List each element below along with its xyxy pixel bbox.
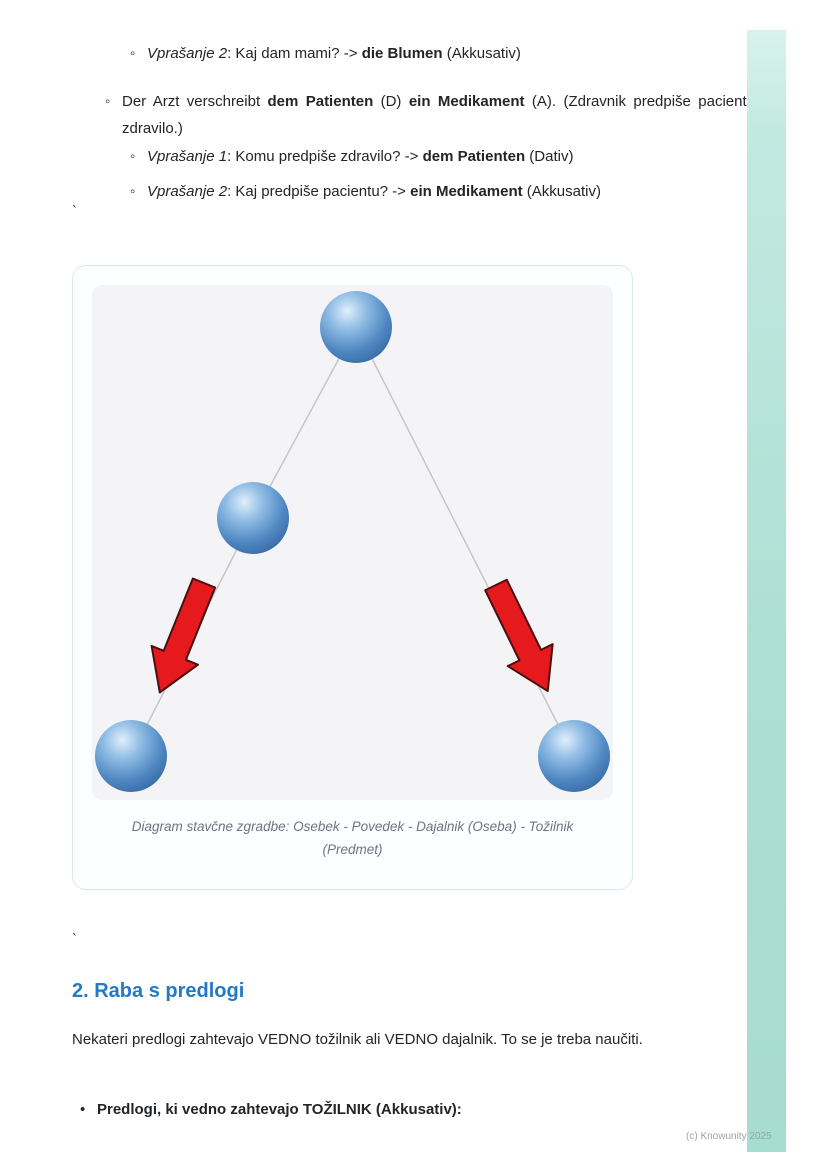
- list-item-question-patient: ◦ Vprašanje 1: Komu predpiše zdravilo? -…: [130, 143, 730, 170]
- line-top-to-bottom-right: [355, 326, 575, 757]
- red-arrows: [150, 577, 554, 694]
- list-item-predlogi: • Predlogi, ki vedno zahtevajo TOŽILNIK …: [80, 1096, 720, 1123]
- red-arrow-left-icon: [150, 577, 217, 694]
- text-run: Der Arzt verschreibt: [122, 93, 268, 110]
- hollow-bullet-icon: ◦: [130, 45, 136, 62]
- hollow-bullet-icon: ◦: [105, 93, 111, 110]
- list-item-text: Der Arzt verschreibt dem Patienten (D) e…: [122, 88, 755, 142]
- answer-bold: ein Medikament: [410, 183, 523, 200]
- question-label: Vprašanje 2: [147, 45, 228, 62]
- node-circle-middle: [217, 482, 289, 554]
- copyright-text: (c) Knowunity 2025: [686, 1131, 772, 1142]
- node-circle-bottom-left: [95, 720, 167, 792]
- dative-bold: dem Patienten: [267, 93, 374, 110]
- text-run: (Akkusativ): [522, 183, 601, 200]
- teal-side-bar: [747, 30, 786, 1152]
- connector-lines: [130, 326, 575, 757]
- section-paragraph: Nekateri predlogi zahtevajo VEDNO tožiln…: [72, 1031, 643, 1048]
- answer-bold: die Blumen: [361, 45, 443, 62]
- diagram-area: [92, 285, 613, 800]
- list-item-question-flowers: ◦ Vprašanje 2: Kaj dam mami? -> die Blum…: [130, 40, 710, 67]
- list-item-question-medikament: ◦ Vprašanje 2: Kaj predpiše pacientu? ->…: [130, 178, 730, 205]
- list-item-text: Predlogi, ki vedno zahtevajo TOŽILNIK (A…: [97, 1096, 720, 1123]
- text-run: : Komu predpiše zdravilo? ->: [227, 148, 423, 165]
- text-run: (Akkusativ): [442, 45, 521, 62]
- line-top-to-middle: [252, 326, 357, 519]
- hollow-bullet-icon: ◦: [130, 148, 136, 165]
- hollow-bullet-icon: ◦: [130, 183, 136, 200]
- stray-backtick: `: [72, 931, 77, 948]
- list-item-text: Vprašanje 2: Kaj predpiše pacientu? -> e…: [147, 178, 730, 205]
- list-item-text: Vprašanje 2: Kaj dam mami? -> die Blumen…: [147, 40, 710, 67]
- node-circle-bottom-right: [538, 720, 610, 792]
- question-label: Vprašanje 2: [147, 183, 228, 200]
- diagram-card: Diagram stavčne zgradbe: Osebek - Povede…: [72, 265, 633, 890]
- stray-backtick: `: [72, 203, 77, 220]
- figure-caption: Diagram stavčne zgradbe: Osebek - Povede…: [131, 819, 574, 857]
- list-item-text: Vprašanje 1: Komu predpiše zdravilo? -> …: [147, 143, 730, 170]
- filled-bullet-icon: •: [80, 1101, 86, 1118]
- accusative-bold: ein Medikament: [408, 93, 525, 110]
- section-heading: 2. Raba s predlogi: [72, 980, 245, 1002]
- red-arrow-right-icon: [484, 578, 554, 693]
- text-run: (D): [373, 93, 409, 110]
- text-run: : Kaj dam mami? ->: [227, 45, 362, 62]
- node-circles: [95, 291, 610, 792]
- bullet-bold-text: Predlogi, ki vedno zahtevajo TOŽILNIK (A…: [97, 1101, 462, 1118]
- text-run: : Kaj predpiše pacientu? ->: [227, 183, 411, 200]
- sentence-structure-diagram: [95, 291, 610, 792]
- answer-bold: dem Patienten: [422, 148, 526, 165]
- text-run: (A). (Zdravnik predpiše pacientu zdravil…: [122, 93, 755, 137]
- node-circle-top: [320, 291, 392, 363]
- list-item-arzt-sentence: ◦ Der Arzt verschreibt dem Patienten (D)…: [105, 88, 755, 142]
- question-label: Vprašanje 1: [147, 148, 228, 165]
- text-run: (Dativ): [525, 148, 574, 165]
